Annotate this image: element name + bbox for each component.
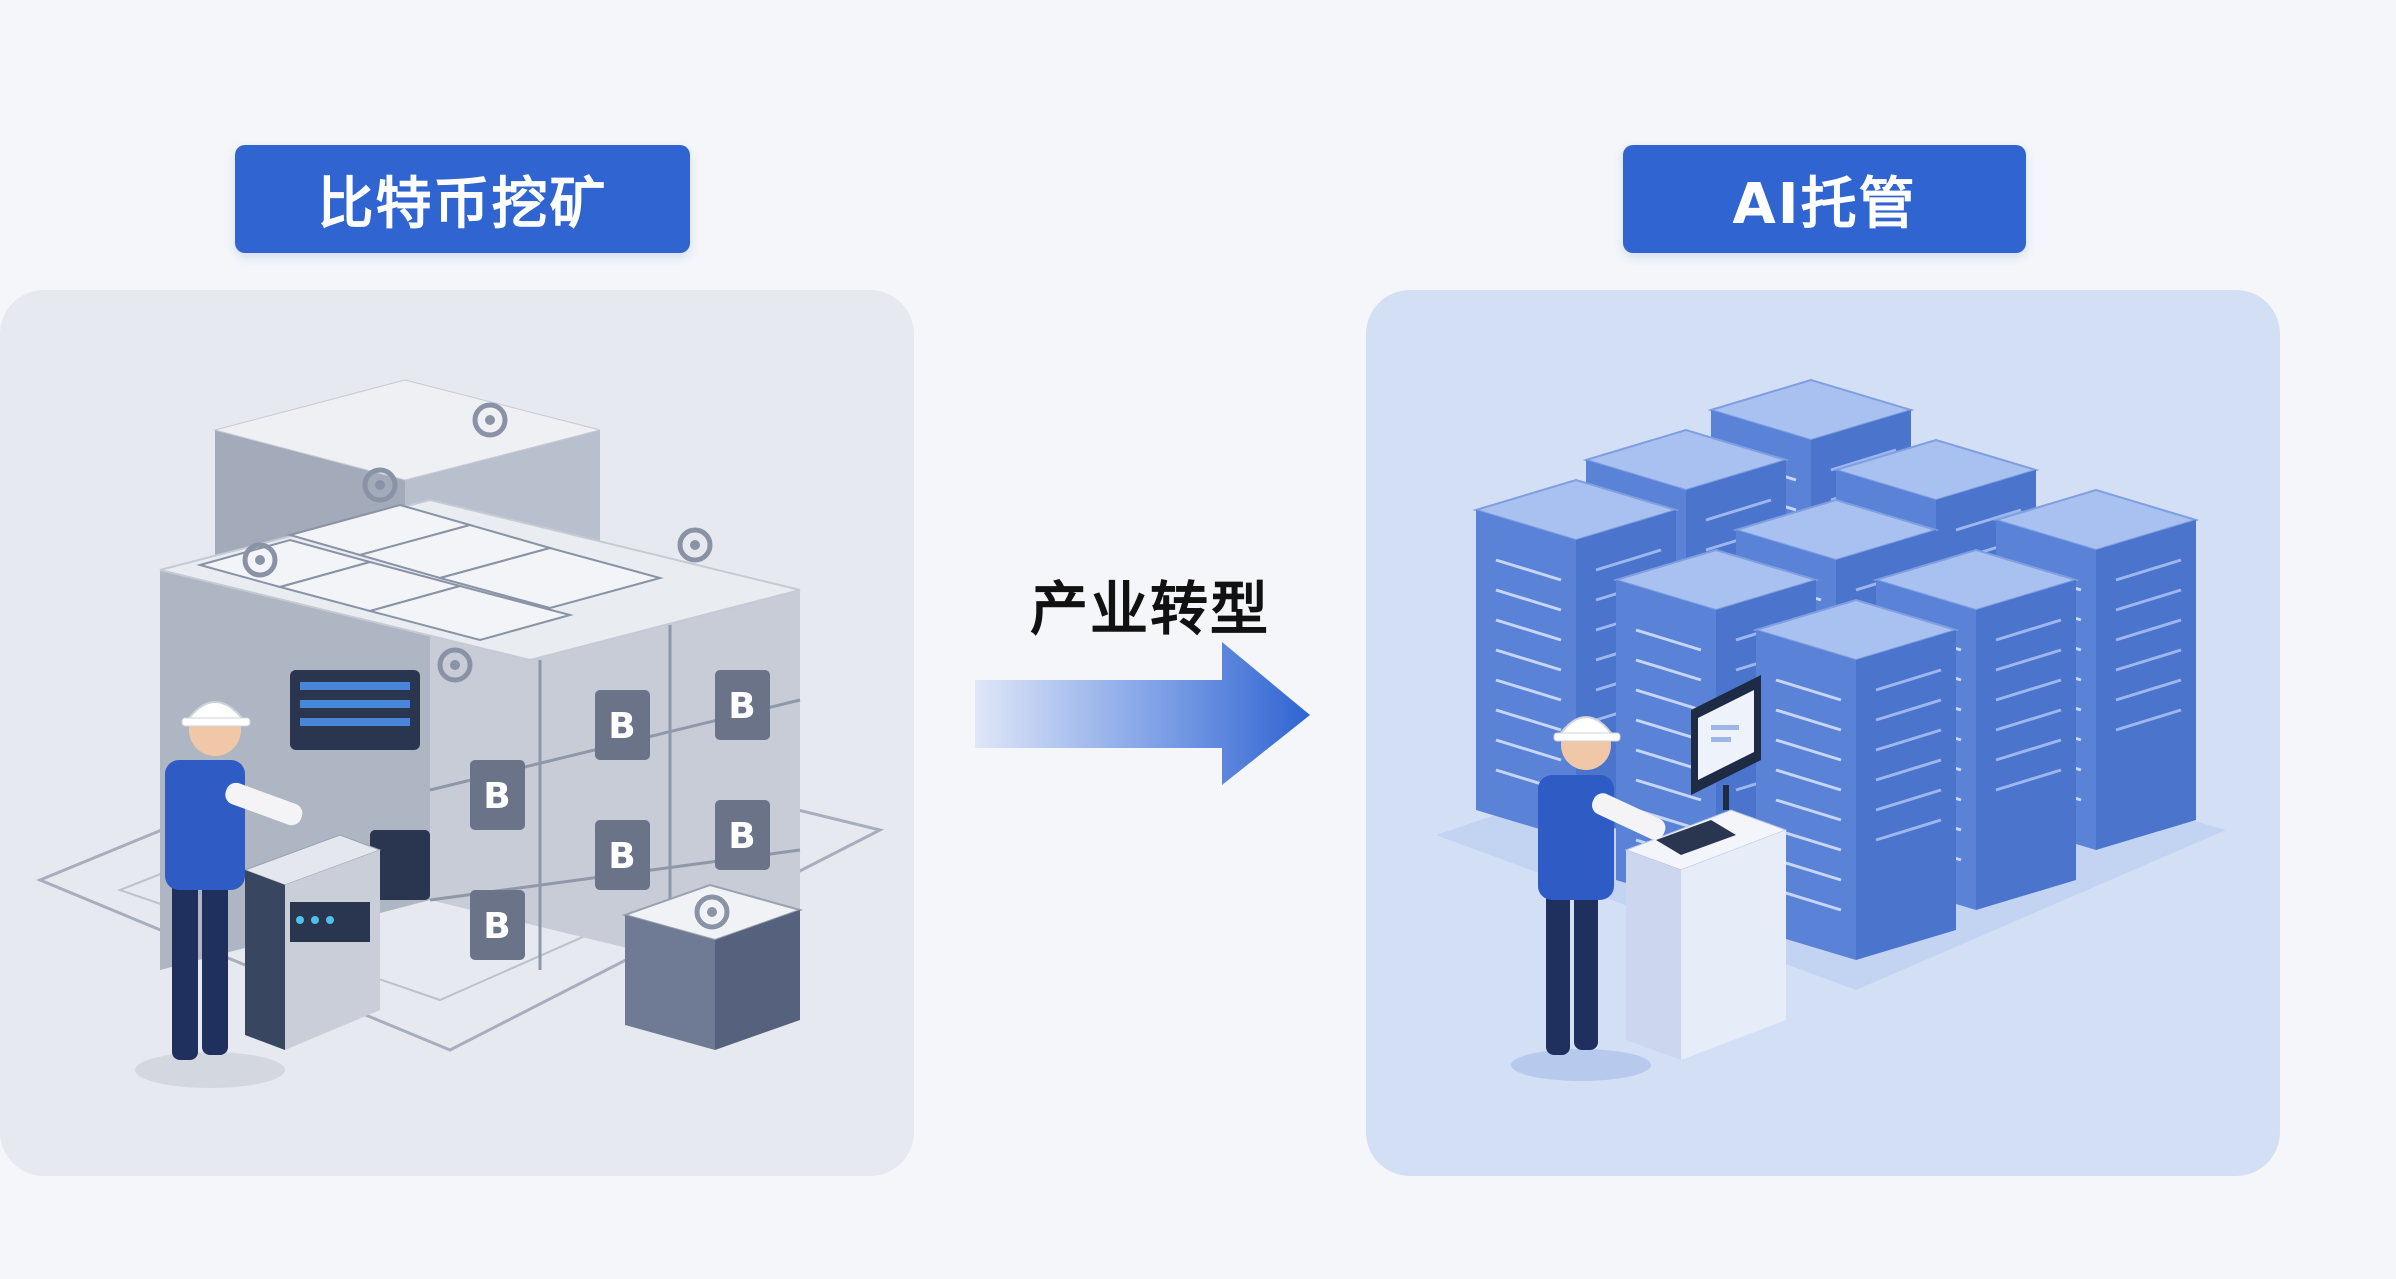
bitcoin-symbol: B: [483, 906, 510, 947]
ai-hosting-illustration: [1436, 378, 2226, 1081]
control-console: [243, 834, 382, 1050]
bitcoin-icon: B: [470, 890, 525, 960]
small-mining-box: [621, 883, 804, 1050]
bitcoin-icon: B: [470, 760, 525, 830]
operator-desk: [1624, 809, 1788, 1060]
industry-transformation-label: 产业转型: [1029, 575, 1270, 643]
ai-hosting-panel: [1366, 290, 2280, 1176]
arrow-right-icon: [975, 642, 1310, 785]
bitcoin-icon: B: [715, 800, 770, 870]
bitcoin-symbol: B: [728, 686, 755, 727]
technician-figure: [135, 701, 303, 1088]
bitcoin-icon: B: [595, 820, 650, 890]
bitcoin-mining-panel: B B B B B B: [0, 290, 914, 1176]
bitcoin-symbol: B: [608, 706, 635, 747]
bitcoin-mining-label: 比特币挖矿: [235, 145, 690, 253]
ai-hosting-label: AI托管: [1623, 145, 2026, 253]
bitcoin-symbol: B: [728, 816, 755, 857]
technician-figure: [1511, 716, 1666, 1081]
gear-icon: [680, 530, 710, 560]
bitcoin-mining-title: 比特币挖矿: [317, 171, 608, 237]
bitcoin-symbol: B: [483, 776, 510, 817]
bitcoin-mining-illustration: B B B B B B: [36, 379, 885, 1088]
bitcoin-icon: B: [715, 670, 770, 740]
bitcoin-symbol: B: [608, 836, 635, 877]
bitcoin-icon: B: [595, 690, 650, 760]
ai-hosting-title: AI托管: [1732, 171, 1917, 237]
monitor-icon: [1656, 675, 1761, 855]
